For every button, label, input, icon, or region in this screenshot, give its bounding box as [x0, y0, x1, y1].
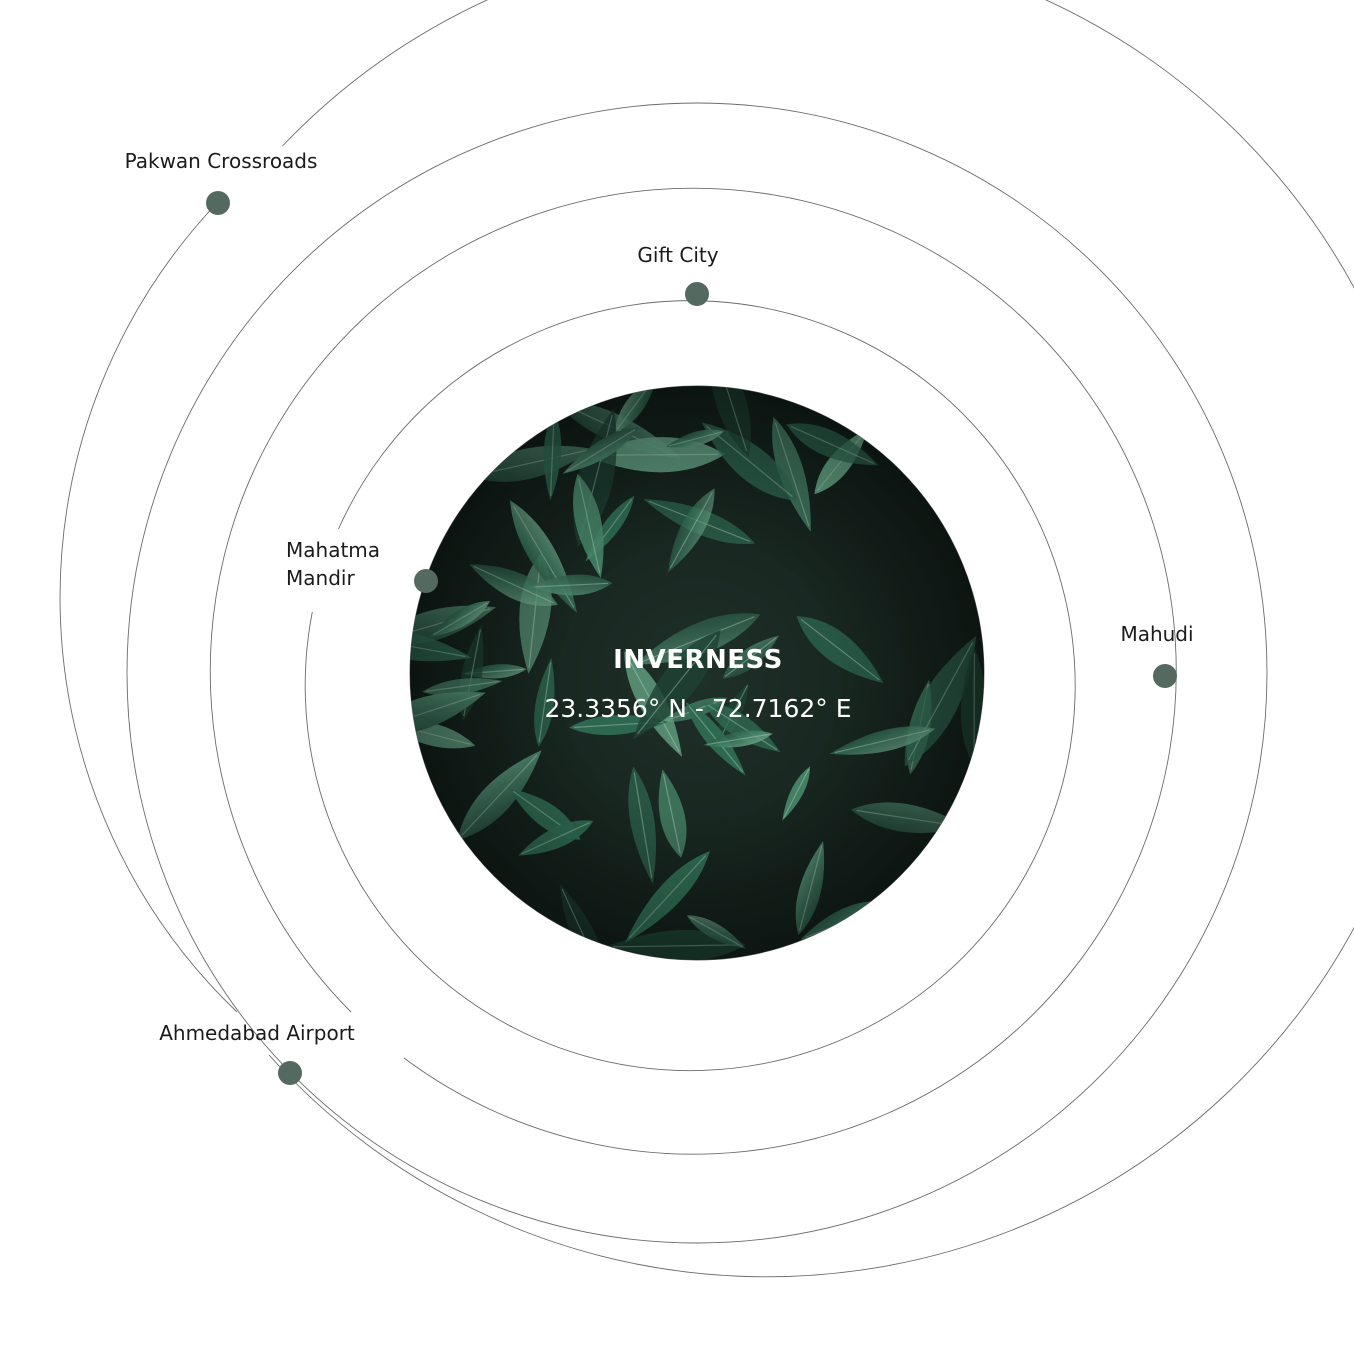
- marker-dot[interactable]: [414, 569, 438, 593]
- marker-dot[interactable]: [278, 1061, 302, 1085]
- location-marker-gift-city[interactable]: Gift City: [637, 243, 719, 306]
- leaf-shape: [475, 398, 541, 416]
- location-label-ahmedabad-airport: Ahmedabad Airport: [159, 1021, 355, 1045]
- marker-dot[interactable]: [1153, 664, 1177, 688]
- leaf-vein: [471, 386, 543, 437]
- location-label-mahatma-mandir-line1: Mahatma: [286, 538, 380, 562]
- orbit-ring-4: [126, 102, 1268, 1244]
- leaf-vein: [445, 442, 484, 484]
- leaf-vein: [448, 401, 488, 472]
- leaf-vein: [410, 910, 460, 960]
- leaf-vein: [949, 786, 984, 910]
- leaf-shape: [410, 903, 509, 956]
- orbit-ring-3: [209, 187, 1177, 1155]
- location-label-pakwan-crossroads: Pakwan Crossroads: [125, 149, 318, 173]
- location-label-gift-city: Gift City: [637, 243, 718, 267]
- leaf-vein: [410, 486, 460, 496]
- location-marker-ahmedabad-airport[interactable]: Ahmedabad Airport: [159, 1021, 355, 1085]
- location-marker-mahatma-mandir[interactable]: Mahatma Mandir: [286, 538, 438, 593]
- leaf-vein: [903, 386, 977, 413]
- leaf-shape: [416, 909, 497, 934]
- orbit-ring-5: [59, 201, 238, 1013]
- leaf-shape: [410, 907, 464, 960]
- leaf-vein: [478, 399, 538, 415]
- center-title: INVERNESS: [613, 645, 783, 675]
- leaf-vein: [410, 906, 502, 954]
- orbit-ring-6: [268, 0, 1354, 1278]
- leaf-vein: [420, 914, 493, 930]
- location-marker-pakwan-crossroads[interactable]: Pakwan Crossroads: [125, 149, 318, 215]
- marker-dot[interactable]: [685, 282, 709, 306]
- location-label-mahatma-mandir-line2: Mandir: [286, 566, 355, 590]
- marker-dot[interactable]: [206, 191, 230, 215]
- leaf-shape: [410, 478, 464, 503]
- leaf-shape: [906, 890, 941, 960]
- orbit-ring-2: [304, 300, 1076, 1072]
- leaf-shape: [446, 397, 489, 475]
- center-coordinates: 23.3356° N - 72.7162° E: [544, 694, 851, 723]
- center-leaf-image: [410, 386, 984, 960]
- location-marker-mahudi[interactable]: Mahudi: [1120, 622, 1194, 688]
- location-label-mahudi: Mahudi: [1120, 622, 1193, 646]
- leaf-shape: [899, 386, 981, 414]
- leaf-vein: [910, 894, 939, 960]
